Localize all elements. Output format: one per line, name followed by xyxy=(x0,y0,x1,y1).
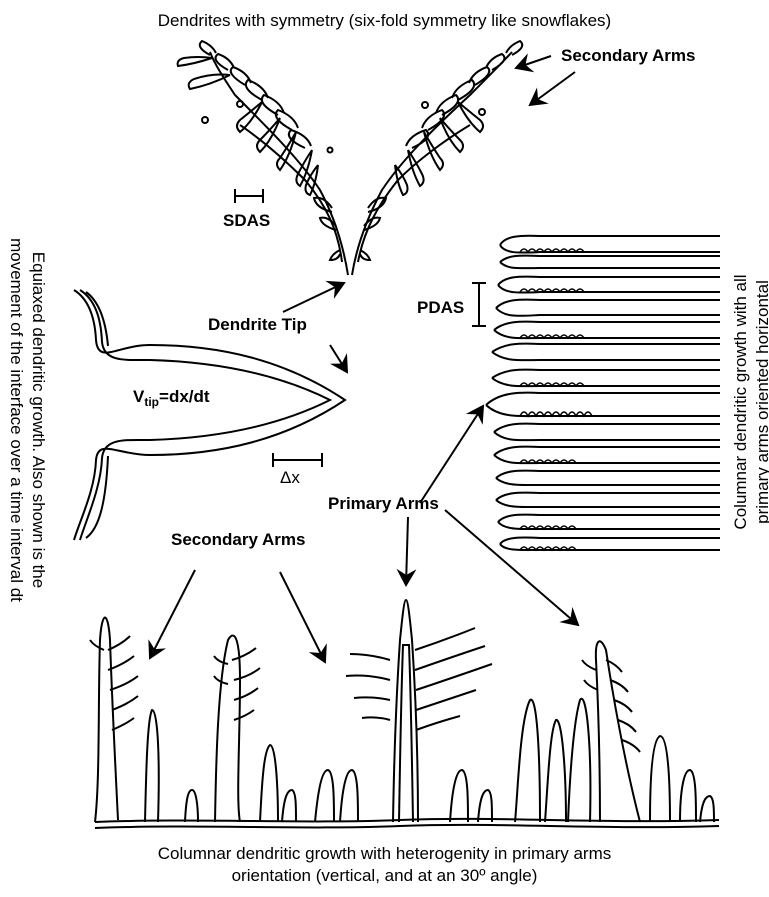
arrow-secondary-bottom-1 xyxy=(150,570,195,658)
label-pdas: PDAS xyxy=(417,298,464,318)
sdas-scale-bar xyxy=(235,189,263,203)
label-delta-x: Δx xyxy=(280,467,300,489)
caption-top: Dendrites with symmetry (six-fold symmet… xyxy=(0,10,769,32)
arrow-primary-arms-2 xyxy=(406,517,408,585)
arrow-primary-arms-1 xyxy=(420,406,483,503)
label-vtip: Vtip=dx/dt xyxy=(133,387,210,409)
label-dendrite-tip: Dendrite Tip xyxy=(208,315,307,335)
caption-bottom-line2: orientation (vertical, and at an 30º ang… xyxy=(0,865,769,887)
label-secondary-arms-top: Secondary Arms xyxy=(561,46,695,66)
pdas-scale-bar xyxy=(472,283,486,326)
symmetric-dendrite xyxy=(178,41,523,275)
caption-bottom-line1: Columnar dendritic growth with heterogen… xyxy=(0,843,769,865)
caption-left: Equiaxed dendritic growth. Also shown is… xyxy=(5,190,49,650)
caption-left-line2: movement of the interface over a time in… xyxy=(5,190,27,650)
arrow-secondary-bottom-2 xyxy=(280,572,325,662)
caption-right-line2: primary arms oriented horizontal xyxy=(752,242,769,562)
label-secondary-arms-bottom: Secondary Arms xyxy=(171,530,305,550)
horizontal-columnar-dendrites xyxy=(486,236,720,550)
delta-x-bar xyxy=(273,453,322,467)
label-vtip-v: V xyxy=(133,387,144,406)
primary-arm xyxy=(500,236,720,253)
arrow-secondary-top-1 xyxy=(516,56,551,68)
caption-right: Columnar dendritic growth with all prima… xyxy=(730,242,769,562)
label-primary-arms: Primary Arms xyxy=(328,494,439,514)
label-vtip-sub: tip xyxy=(144,395,159,409)
label-vtip-eq: =dx/dt xyxy=(159,387,210,406)
arrow-dendrite-tip-top xyxy=(283,283,344,312)
arrow-dendrite-tip-side xyxy=(330,345,347,372)
bottom-columnar-dendrites xyxy=(90,600,719,828)
label-sdas: SDAS xyxy=(223,211,270,231)
caption-right-line1: Columnar dendritic growth with all xyxy=(730,242,752,562)
arrow-secondary-top-2 xyxy=(530,72,575,105)
caption-left-line1: Equiaxed dendritic growth. Also shown is… xyxy=(27,190,49,650)
